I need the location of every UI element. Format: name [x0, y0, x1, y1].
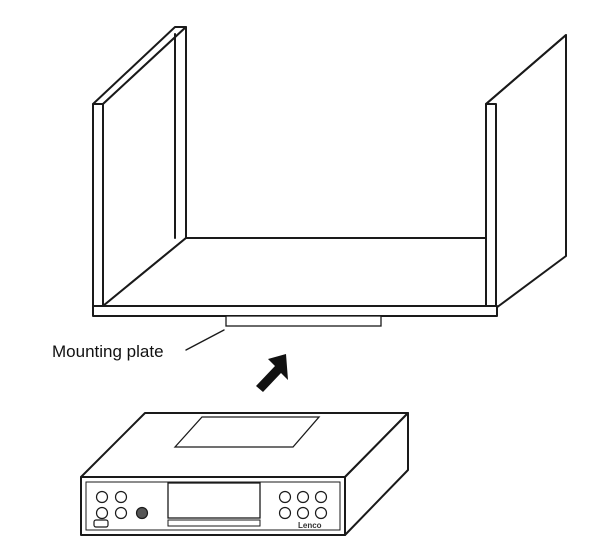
- cabinet: [92, 26, 567, 327]
- arrow-up-right-icon: [256, 354, 288, 392]
- radio-display: [167, 482, 261, 519]
- radio-button: [278, 506, 292, 520]
- cabinet-bottom-shelf: [92, 237, 498, 317]
- radio-top-cover: [173, 416, 321, 448]
- radio-button: [95, 490, 109, 504]
- mounting-plate-label: Mounting plate: [52, 342, 164, 361]
- radio-button: [314, 490, 328, 504]
- radio-brand-logo: Lenco: [298, 521, 322, 530]
- radio-button: [278, 490, 292, 504]
- cd-slot: [167, 519, 261, 527]
- radio-button: [95, 506, 109, 520]
- label-leader-line: [185, 329, 225, 351]
- radio-button: [296, 506, 310, 520]
- radio-left-buttons: [93, 490, 149, 528]
- cabinet-right-panel: [485, 34, 567, 309]
- radio-device: Lenco: [80, 412, 409, 536]
- radio-button: [314, 506, 328, 520]
- radio-button: [114, 506, 128, 520]
- cabinet-left-panel: [92, 26, 187, 311]
- radio-small-logo: [93, 519, 109, 528]
- radio-knob: [135, 506, 149, 520]
- radio-button: [114, 490, 128, 504]
- mounting-plate: [225, 315, 382, 327]
- radio-right-buttons: [278, 490, 328, 520]
- radio-button: [296, 490, 310, 504]
